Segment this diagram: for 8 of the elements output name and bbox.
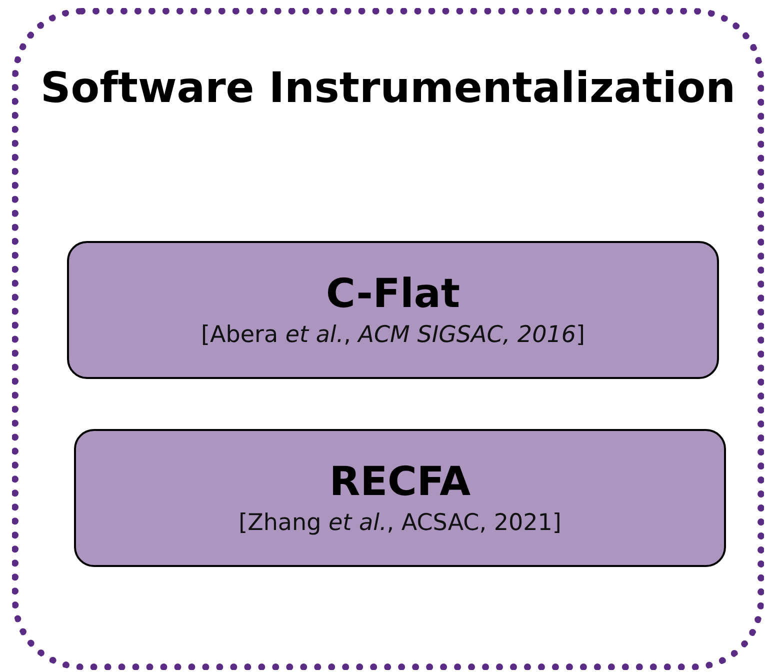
citation: [Zhang et al., ACSAC, 2021] — [238, 509, 562, 538]
method-box — [74, 429, 726, 567]
citation: [Abera et al., ACM SIGSAC, 2016] — [201, 321, 585, 350]
method-name: RECFA — [329, 458, 471, 507]
method-name: C-Flat — [326, 270, 460, 319]
group-title: Software Instrumentalization — [39, 62, 736, 114]
group-container — [12, 8, 764, 670]
method-box — [67, 241, 719, 379]
